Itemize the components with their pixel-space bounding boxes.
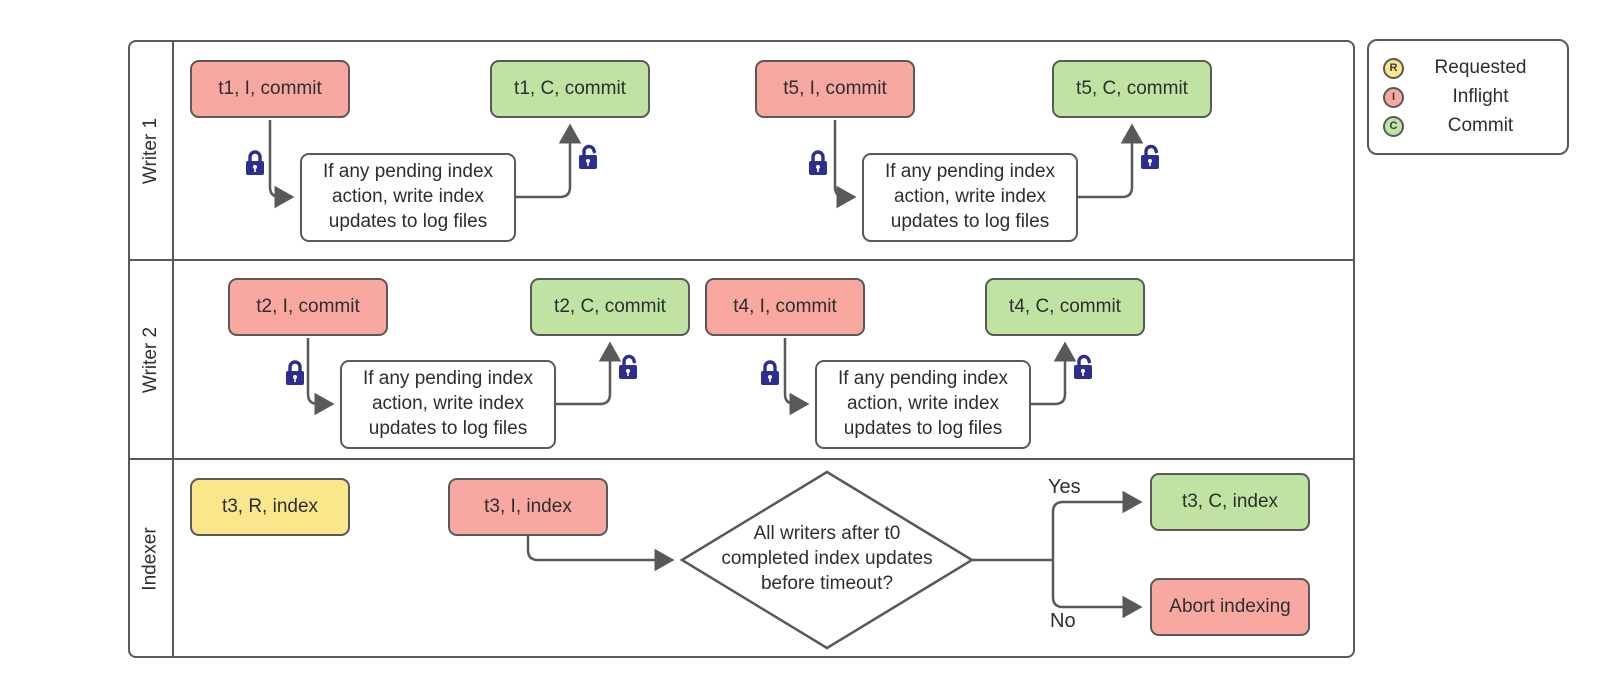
open-lock-icon — [616, 350, 640, 380]
closed-lock-icon — [283, 358, 307, 388]
node-t5-commit: t5, C, commit — [1052, 60, 1212, 118]
node-t5-inflight: t5, I, commit — [755, 60, 915, 118]
inflight-state-icon: I — [1383, 86, 1404, 108]
edge-label-yes: Yes — [1048, 476, 1081, 498]
lane-label-writer-2: Writer 2 — [140, 326, 162, 393]
node-t1-commit: t1, C, commit — [490, 60, 650, 118]
legend-item-inflight: I Inflight — [1383, 84, 1557, 110]
legend-item-requested: R Requested — [1383, 55, 1557, 81]
legend: R Requested I Inflight C Commit — [1367, 39, 1569, 155]
commit-state-icon: C — [1383, 115, 1404, 137]
node-t3-requested: t3, R, index — [190, 478, 350, 536]
node-t4-commit: t4, C, commit — [985, 278, 1145, 336]
node-t3-commit: t3, C, index — [1150, 473, 1310, 531]
closed-lock-icon — [758, 358, 782, 388]
node-writer2-process-2: If any pending index action, write index… — [815, 360, 1031, 449]
node-t2-inflight: t2, I, commit — [228, 278, 388, 336]
node-abort-indexing: Abort indexing — [1150, 578, 1310, 636]
closed-lock-icon — [243, 148, 267, 178]
node-t4-inflight: t4, I, commit — [705, 278, 865, 336]
node-writer1-process-1: If any pending index action, write index… — [300, 153, 516, 242]
closed-lock-icon — [806, 148, 830, 178]
decision-label: All writers after t0 completed index upd… — [721, 523, 933, 595]
legend-item-commit: C Commit — [1383, 113, 1557, 139]
open-lock-icon — [1138, 140, 1162, 170]
node-writer1-process-2: If any pending index action, write index… — [862, 153, 1078, 242]
lane-indexer — [130, 458, 1353, 658]
edge-label-no: No — [1050, 610, 1076, 632]
lane-label-divider — [172, 42, 174, 656]
requested-state-icon: R — [1383, 57, 1404, 79]
node-writer2-process-1: If any pending index action, write index… — [340, 360, 556, 449]
lane-label-indexer: Indexer — [140, 527, 161, 591]
node-t2-commit: t2, C, commit — [530, 278, 690, 336]
open-lock-icon — [576, 140, 600, 170]
node-t3-inflight: t3, I, index — [448, 478, 608, 536]
lane-writer-2 — [130, 259, 1353, 458]
node-t1-inflight: t1, I, commit — [190, 60, 350, 118]
open-lock-icon — [1071, 350, 1095, 380]
lane-label-writer-1: Writer 1 — [140, 117, 162, 184]
